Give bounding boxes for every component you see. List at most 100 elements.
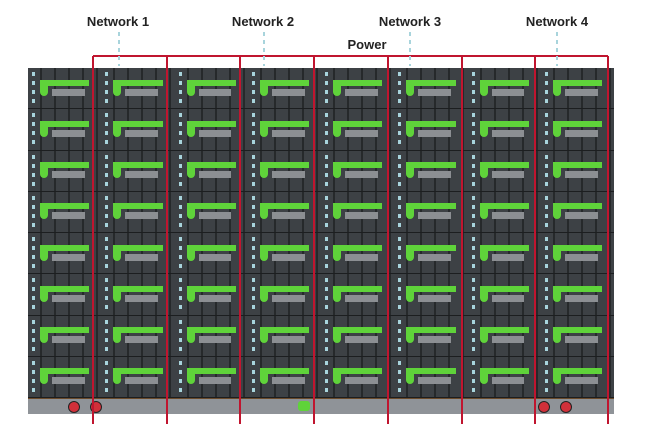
module-handle[interactable] (406, 203, 456, 210)
server-module[interactable] (467, 274, 541, 316)
power-button-right[interactable] (538, 401, 550, 413)
module-handle[interactable] (186, 368, 236, 375)
module-handle[interactable] (552, 244, 602, 251)
server-module[interactable] (321, 109, 395, 151)
server-module[interactable] (321, 150, 395, 192)
server-module[interactable] (247, 315, 321, 357)
server-module[interactable] (321, 315, 395, 357)
power-button-left[interactable] (68, 401, 80, 413)
server-module[interactable] (467, 191, 541, 233)
server-module[interactable] (321, 191, 395, 233)
server-module[interactable] (174, 68, 248, 110)
server-module[interactable] (247, 274, 321, 316)
server-module[interactable] (394, 233, 468, 275)
server-module[interactable] (394, 68, 468, 110)
server-module[interactable] (467, 150, 541, 192)
server-module[interactable] (28, 356, 102, 398)
module-handle[interactable] (333, 285, 383, 292)
module-handle[interactable] (479, 162, 529, 169)
server-module[interactable] (247, 233, 321, 275)
module-handle[interactable] (186, 162, 236, 169)
module-handle[interactable] (113, 203, 163, 210)
server-module[interactable] (394, 315, 468, 357)
module-handle[interactable] (259, 244, 309, 251)
server-module[interactable] (101, 233, 175, 275)
module-handle[interactable] (406, 244, 456, 251)
module-handle[interactable] (406, 79, 456, 86)
module-handle[interactable] (113, 244, 163, 251)
server-module[interactable] (247, 191, 321, 233)
module-handle[interactable] (552, 203, 602, 210)
module-handle[interactable] (259, 203, 309, 210)
module-handle[interactable] (479, 244, 529, 251)
module-handle[interactable] (552, 285, 602, 292)
module-handle[interactable] (40, 79, 90, 86)
module-handle[interactable] (479, 120, 529, 127)
server-module[interactable] (101, 274, 175, 316)
module-handle[interactable] (406, 162, 456, 169)
server-module[interactable] (174, 356, 248, 398)
module-handle[interactable] (113, 120, 163, 127)
module-handle[interactable] (186, 79, 236, 86)
server-module[interactable] (247, 68, 321, 110)
server-module[interactable] (101, 68, 175, 110)
module-handle[interactable] (40, 203, 90, 210)
power-button-left[interactable] (90, 401, 102, 413)
module-handle[interactable] (186, 285, 236, 292)
module-handle[interactable] (259, 162, 309, 169)
server-module[interactable] (467, 68, 541, 110)
module-handle[interactable] (479, 203, 529, 210)
server-module[interactable] (247, 109, 321, 151)
server-module[interactable] (101, 315, 175, 357)
module-handle[interactable] (406, 368, 456, 375)
server-module[interactable] (540, 315, 614, 357)
module-handle[interactable] (186, 203, 236, 210)
server-module[interactable] (101, 356, 175, 398)
server-module[interactable] (28, 150, 102, 192)
module-handle[interactable] (333, 244, 383, 251)
module-handle[interactable] (552, 327, 602, 334)
module-handle[interactable] (479, 285, 529, 292)
server-module[interactable] (394, 191, 468, 233)
server-module[interactable] (394, 109, 468, 151)
module-handle[interactable] (113, 327, 163, 334)
module-handle[interactable] (479, 327, 529, 334)
module-handle[interactable] (40, 327, 90, 334)
server-module[interactable] (321, 68, 395, 110)
module-handle[interactable] (552, 368, 602, 375)
power-button-right[interactable] (560, 401, 572, 413)
module-handle[interactable] (406, 120, 456, 127)
module-handle[interactable] (186, 244, 236, 251)
server-module[interactable] (28, 315, 102, 357)
server-module[interactable] (321, 274, 395, 316)
module-handle[interactable] (479, 368, 529, 375)
server-module[interactable] (174, 274, 248, 316)
server-module[interactable] (174, 191, 248, 233)
server-module[interactable] (394, 150, 468, 192)
module-handle[interactable] (333, 120, 383, 127)
server-module[interactable] (28, 191, 102, 233)
module-handle[interactable] (333, 79, 383, 86)
module-handle[interactable] (186, 327, 236, 334)
server-module[interactable] (467, 109, 541, 151)
module-handle[interactable] (259, 285, 309, 292)
server-module[interactable] (540, 233, 614, 275)
module-handle[interactable] (259, 79, 309, 86)
module-handle[interactable] (333, 327, 383, 334)
module-handle[interactable] (333, 162, 383, 169)
module-handle[interactable] (113, 79, 163, 86)
server-module[interactable] (247, 150, 321, 192)
module-handle[interactable] (40, 285, 90, 292)
module-handle[interactable] (113, 285, 163, 292)
server-module[interactable] (467, 315, 541, 357)
module-handle[interactable] (333, 203, 383, 210)
server-module[interactable] (174, 233, 248, 275)
server-module[interactable] (394, 356, 468, 398)
module-handle[interactable] (333, 368, 383, 375)
server-module[interactable] (540, 68, 614, 110)
server-module[interactable] (101, 191, 175, 233)
module-handle[interactable] (552, 162, 602, 169)
module-handle[interactable] (259, 120, 309, 127)
server-module[interactable] (101, 150, 175, 192)
module-handle[interactable] (259, 368, 309, 375)
